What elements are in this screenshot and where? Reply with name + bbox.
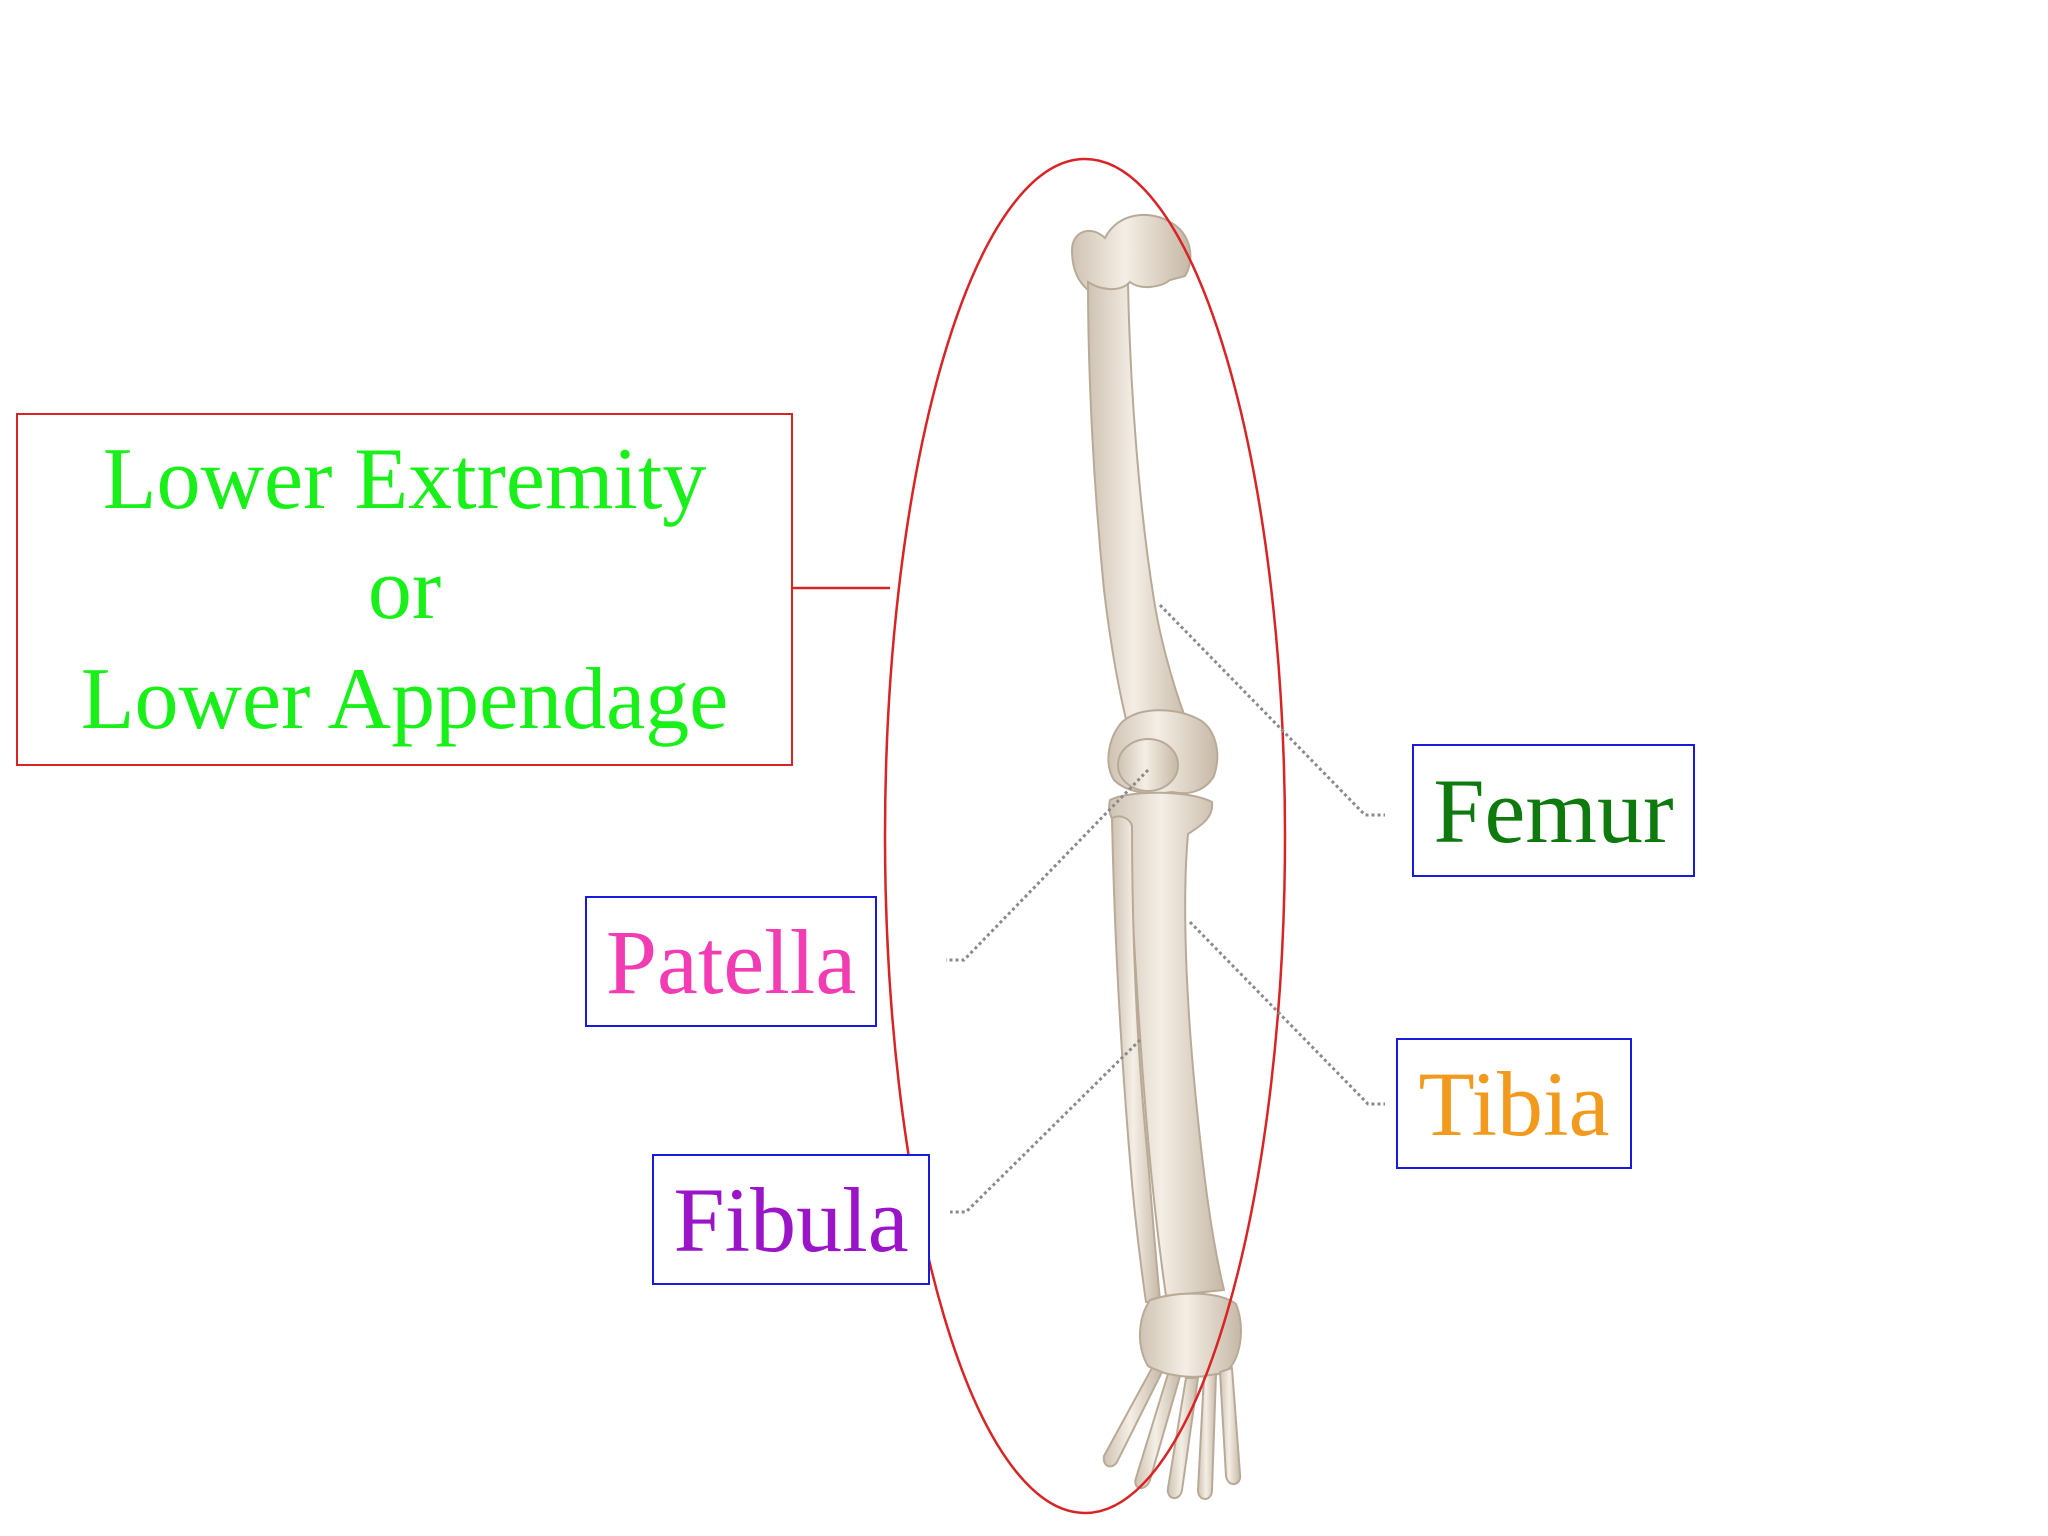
- fibula-label: Fibula: [673, 1168, 909, 1271]
- fibula-leader-line: [950, 1038, 1142, 1214]
- fibula-bone: [1110, 815, 1162, 1304]
- lower-extremity-title-box: Lower Extremity or Lower Appendage: [16, 413, 793, 766]
- tibia-leader-line: [1188, 920, 1385, 1106]
- title-line-1: Lower Extremity: [102, 430, 707, 528]
- patella-label: Patella: [605, 910, 857, 1013]
- lower-extremity-ellipse: [883, 157, 1287, 1515]
- patella-label-box: Patella: [585, 896, 877, 1027]
- toe-bone-1: [1102, 1366, 1164, 1468]
- patella-leader-line: [946, 768, 1150, 962]
- title-line-2: or: [367, 540, 442, 638]
- title-line-3: Lower Appendage: [80, 650, 729, 748]
- toe-bone-3: [1166, 1377, 1200, 1499]
- tibia-label: Tibia: [1418, 1052, 1610, 1155]
- tibia-label-box: Tibia: [1396, 1038, 1632, 1169]
- patella-bone: [1117, 738, 1179, 792]
- leg-bones-illustration: [1070, 213, 1242, 1500]
- leader-lines: [946, 603, 1385, 1214]
- toe-bone-5: [1218, 1366, 1242, 1485]
- femur-label-box: Femur: [1412, 744, 1695, 877]
- toe-bone-4: [1196, 1372, 1218, 1500]
- femur-shaft: [1086, 280, 1192, 737]
- femur-label: Femur: [1433, 759, 1674, 862]
- fibula-label-box: Fibula: [652, 1154, 930, 1285]
- tarsal-bones: [1138, 1292, 1242, 1378]
- femur-leader-line: [1158, 603, 1385, 817]
- toe-bone-2: [1134, 1372, 1182, 1489]
